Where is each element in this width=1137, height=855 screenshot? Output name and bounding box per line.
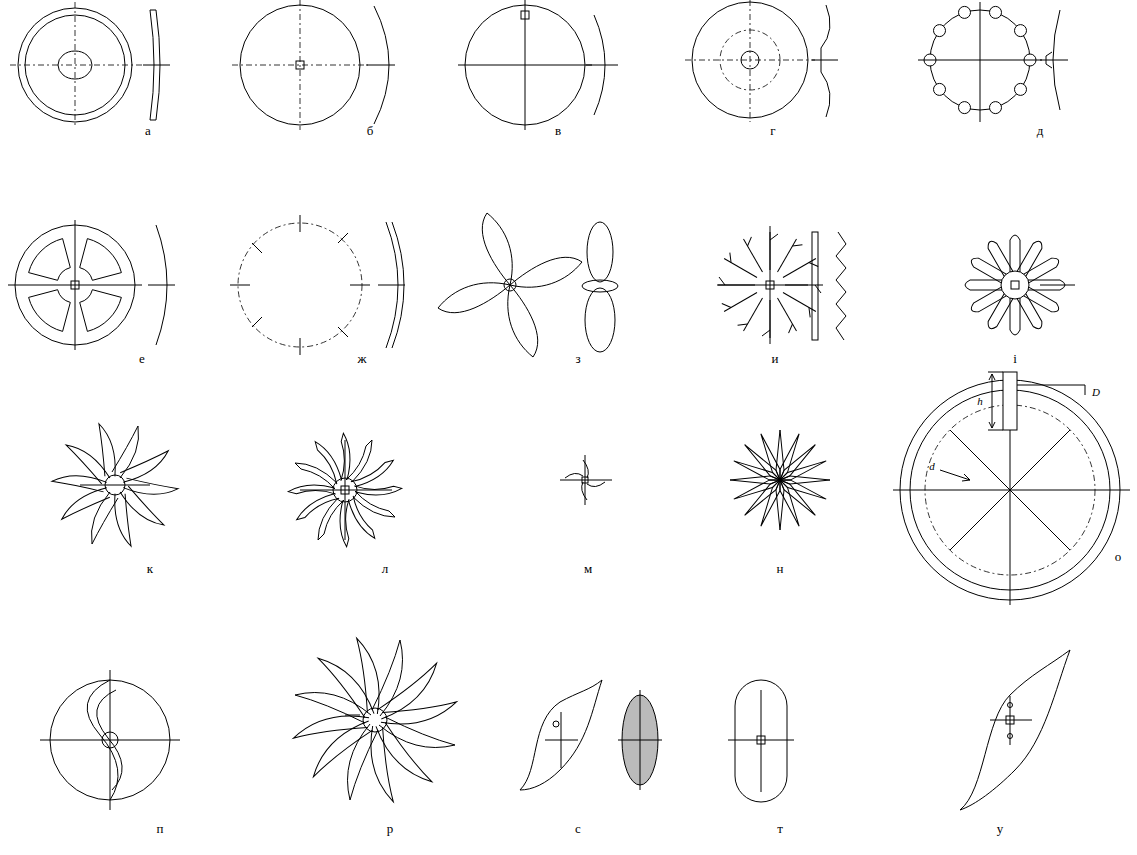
figure-letter: е [139, 352, 145, 365]
dimension-label: D [1092, 387, 1100, 398]
figure-letter: л [382, 562, 389, 575]
dimension-label: d [929, 461, 935, 472]
figure-letter: к [147, 562, 153, 575]
figure-letter: д [1037, 124, 1044, 137]
figure-letter: п [157, 822, 164, 835]
figure-letter: з [575, 352, 580, 365]
figure-letter: а [145, 124, 151, 137]
figure-letter: в [555, 124, 561, 137]
figure-letter: т [777, 822, 783, 835]
figure-letter: р [387, 822, 394, 835]
figure-letter: б [367, 124, 374, 137]
figure-letter: г [770, 124, 775, 137]
figure-letter: о [1115, 550, 1122, 563]
figure-letter: н [777, 562, 784, 575]
figure-letter: і [1013, 352, 1017, 365]
figure-letter: у [997, 822, 1004, 835]
figure-letter: ж [358, 352, 367, 365]
dimension-label: h [977, 396, 983, 407]
figure-letter: м [584, 562, 592, 575]
figure-letter: с [575, 822, 581, 835]
figure-letter: и [772, 352, 779, 365]
